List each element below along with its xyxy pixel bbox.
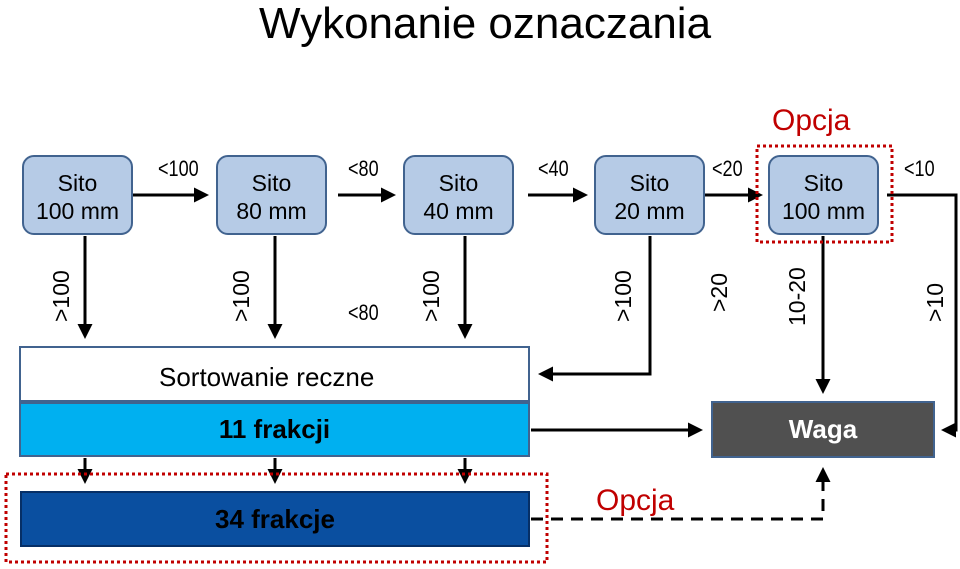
option-frame-34 <box>4 472 549 564</box>
label-10-20: 10-20 <box>784 267 810 326</box>
sieve-box-1: Sito 100 mm <box>22 155 133 235</box>
sieve-box-2: Sito 80 mm <box>216 155 327 235</box>
sieve-1-name: Sito <box>57 170 98 196</box>
manual-sorting-label: Sortowanie reczne <box>159 362 375 392</box>
weight-box: Waga <box>711 401 935 458</box>
label-gt10: >10 <box>922 282 948 322</box>
arrow-34-to-waga-dashed <box>531 467 831 521</box>
sieve-2-name: Sito <box>251 170 292 196</box>
arrow-sieve4-to-manual <box>538 236 652 382</box>
label-gt100-d: >100 <box>610 270 636 322</box>
sieve-3-name: Sito <box>438 170 479 196</box>
sieve-4-name: Sito <box>629 170 670 196</box>
fractions-34-box: 34 frakcje <box>20 491 530 547</box>
sieve-1-size: 100 mm <box>35 198 120 224</box>
sieve-3-size: 40 mm <box>423 198 494 224</box>
sieve-2-size: 80 mm <box>236 198 307 224</box>
sieve-5-size: 100 mm <box>781 198 866 224</box>
label-lt40: <40 <box>538 156 569 181</box>
label-lt80: <80 <box>348 156 379 181</box>
fractions-11-box: 11 frakcji <box>19 402 530 457</box>
manual-sorting-box: Sortowanie reczne <box>19 346 530 402</box>
option-label-bottom: Opcja <box>596 484 675 517</box>
sieve-box-5: Sito 100 mm <box>768 155 879 235</box>
sieve-5-name: Sito <box>803 170 844 196</box>
sieve-4-size: 20 mm <box>614 198 685 224</box>
option-frame-sieve5 <box>755 144 894 244</box>
label-gt100-c: >100 <box>418 270 444 322</box>
label-lt100: <100 <box>158 156 199 181</box>
label-lt20: <20 <box>712 156 743 181</box>
arrow-lt10-to-waga <box>887 193 958 438</box>
label-gt20: >20 <box>706 272 732 312</box>
sieve-box-4: Sito 20 mm <box>594 155 705 235</box>
label-lt10: <10 <box>904 156 935 181</box>
page-title: Wykonanie oznaczania <box>258 0 712 48</box>
label-lt80-mid: <80 <box>348 300 379 325</box>
label-gt100-b: >100 <box>228 270 254 322</box>
label-gt100-a: >100 <box>48 270 74 322</box>
option-label-top: Opcja <box>772 104 851 137</box>
sieve-box-3: Sito 40 mm <box>403 155 514 235</box>
